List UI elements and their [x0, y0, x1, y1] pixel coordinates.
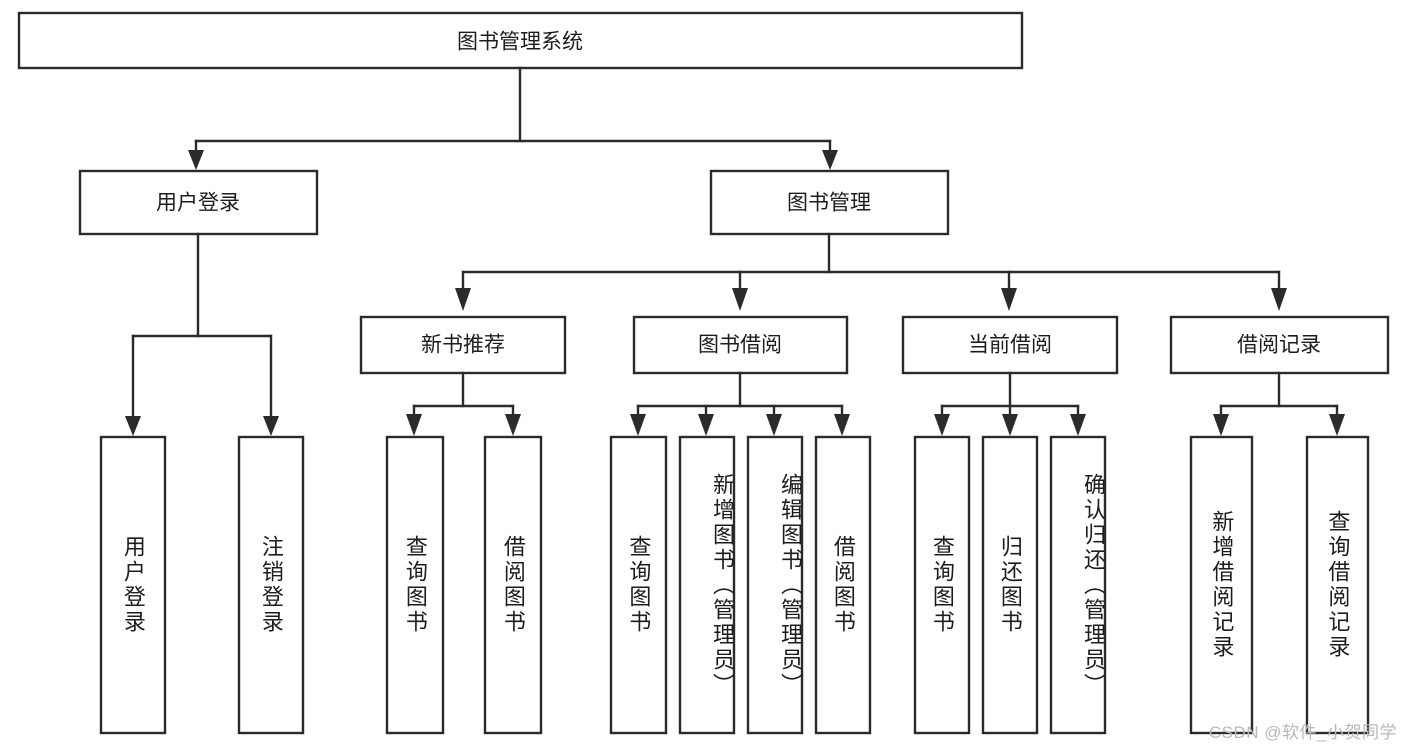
- connector-new-book-recommend-to-leaves: [406, 371, 521, 436]
- node-user-login: 用户登录: [78, 169, 319, 236]
- leaf-box-book-borrow-1: [678, 435, 736, 735]
- csdn-watermark: CSDN @软件_小贺同学: [1208, 723, 1397, 742]
- node-book-borrow-label: 图书借阅: [698, 334, 782, 357]
- leaf-box-current-borrow-0: [913, 435, 971, 735]
- arrow-head-icon: [455, 288, 471, 311]
- leaf-box-current-borrow-1: [981, 435, 1039, 735]
- connector-book-management-to-level3: [455, 232, 1287, 311]
- leaf-box-book-borrow-3: [814, 435, 872, 735]
- arrow-head-icon: [1001, 288, 1017, 311]
- arrow-head-icon: [698, 414, 714, 436]
- connector-current-borrow-to-leaves: [934, 371, 1086, 436]
- arrow-head-icon: [1002, 414, 1018, 436]
- node-current-borrow-box: [901, 315, 1119, 375]
- arrow-head-icon: [732, 288, 748, 311]
- node-root-box: [17, 11, 1024, 70]
- arrow-head-icon: [1213, 414, 1229, 436]
- leaf-box-borrow-record-0: [1189, 435, 1254, 735]
- arrow-head-icon: [630, 414, 646, 436]
- arrow-head-icon: [766, 414, 782, 436]
- leaf-box-user-login-0: [99, 435, 167, 735]
- leaf-box-new-book-0: [385, 435, 445, 735]
- arrow-head-icon: [406, 414, 422, 436]
- node-book-borrow: 图书借阅: [632, 315, 849, 375]
- arrow-head-icon: [934, 414, 950, 436]
- connector-root-to-level2: [188, 66, 838, 170]
- leaf-box-current-borrow-2: [1049, 435, 1107, 735]
- node-new-book-recommend-label: 新书推荐: [421, 334, 505, 357]
- connector-borrow-record-to-leaves: [1213, 371, 1345, 436]
- arrow-head-icon: [505, 414, 521, 436]
- node-borrow-record: 借阅记录: [1169, 315, 1390, 375]
- node-borrow-record-label: 借阅记录: [1237, 334, 1321, 357]
- node-user-login-label: 用户登录: [156, 192, 240, 215]
- arrow-head-icon: [188, 150, 204, 170]
- connector-book-borrow-to-leaves: [630, 371, 850, 436]
- leaf-box-new-book-1: [483, 435, 543, 735]
- node-new-book-recommend: 新书推荐: [359, 315, 567, 375]
- leaf-box-book-borrow-0: [609, 435, 668, 735]
- arrow-head-icon: [1070, 414, 1086, 436]
- arrow-head-icon: [834, 414, 850, 436]
- arrow-head-icon: [263, 416, 279, 436]
- leaf-box-user-login-1: [237, 435, 305, 735]
- node-new-book-recommend-box: [359, 315, 567, 375]
- connector-user-login-to-leaves: [125, 232, 279, 436]
- arrow-head-icon: [1329, 414, 1345, 436]
- arrow-head-icon: [1271, 288, 1287, 311]
- node-root-label: 图书管理系统: [457, 31, 583, 54]
- node-book-management-label: 图书管理: [787, 192, 871, 215]
- arrow-head-icon: [125, 416, 141, 436]
- leaf-box-borrow-record-1: [1305, 435, 1370, 735]
- node-current-borrow: 当前借阅: [901, 315, 1119, 375]
- arrow-head-icon: [822, 150, 838, 170]
- node-book-management: 图书管理: [709, 169, 950, 236]
- node-root: 图书管理系统: [17, 11, 1024, 70]
- node-user-login-box: [78, 169, 319, 236]
- node-current-borrow-label: 当前借阅: [968, 334, 1052, 357]
- leaf-box-book-borrow-2: [746, 435, 804, 735]
